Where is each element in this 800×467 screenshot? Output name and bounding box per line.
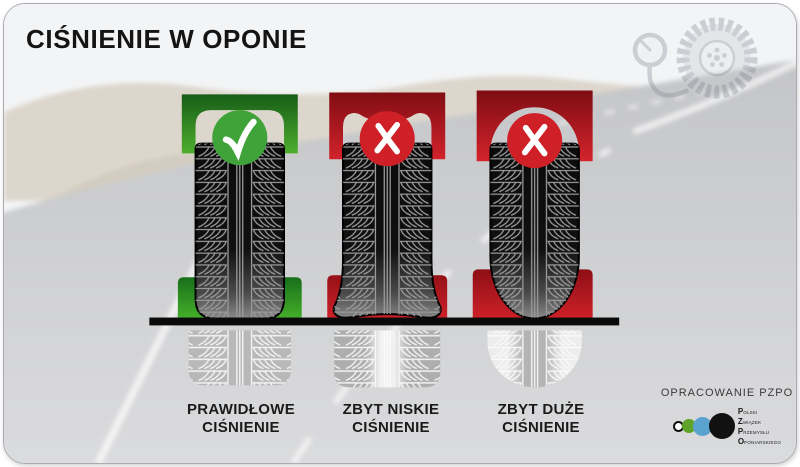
tire-column-correct <box>177 94 302 386</box>
gauge-needle <box>639 39 652 52</box>
logo-dot-blue <box>692 416 712 436</box>
label-too-low-pressure: ZBYT NISKIE CIŚNIENIE <box>306 401 476 437</box>
credit-block: OPRACOWANIE PZPO POLSKI ZWIĄZEK PRZEMYSŁ… <box>652 387 796 446</box>
label-line: ZBYT DUŻE <box>497 401 585 418</box>
label-line: ZBYT NISKIE <box>342 401 440 418</box>
check-icon <box>222 118 257 162</box>
pzpo-logo: POLSKI ZWIĄZEK PRZEMYSŁU OPONIARSKIEGO <box>652 406 796 446</box>
contact-patch-full <box>188 330 291 386</box>
tire-column-too-low <box>327 92 448 388</box>
pressure-gauge-icon <box>632 32 668 68</box>
road-edge-line-right <box>632 59 796 135</box>
wheel-arch-bulging <box>476 90 593 162</box>
wheel-rim-icon <box>698 39 736 77</box>
wheel-arch-correct <box>181 94 298 154</box>
tire-tread-too-low <box>333 143 441 318</box>
logo-dot-green <box>681 419 696 433</box>
tire-column-too-high <box>472 90 593 388</box>
pressure-gauge-tire-watermark <box>632 17 758 99</box>
contact-patch-edges-only <box>334 330 441 388</box>
label-too-high-pressure: ZBYT DUŻE CIŚNIENIE <box>456 401 626 437</box>
logo-dot-black <box>708 413 735 439</box>
rim-bolts <box>707 47 727 67</box>
page-title: CIŚNIENIE W OPONIE <box>26 24 307 54</box>
cross-icon <box>521 123 548 157</box>
tire-pressure-diagram <box>149 90 620 388</box>
credit-caption: OPRACOWANIE PZPO <box>660 387 794 399</box>
pzpo-org-name: POLSKI ZWIĄZEK PRZEMYSŁU OPONIARSKIEGO <box>737 407 782 446</box>
contact-patch-center-only <box>487 330 582 388</box>
road-far-dashes <box>557 90 704 126</box>
tire-tread-correct <box>195 143 285 319</box>
infographic-card: CIŚNIENIE W OPONIE <box>3 3 797 464</box>
ground-line <box>149 317 620 326</box>
label-line: CIŚNIENIE <box>202 419 280 436</box>
cross-icon <box>374 121 400 155</box>
label-line: CIŚNIENIE <box>502 419 580 436</box>
label-line: CIŚNIENIE <box>352 419 430 436</box>
tire-icon <box>676 17 758 99</box>
air-hose <box>647 64 690 98</box>
wheel-arch-sagging <box>329 92 446 160</box>
tire-tread-too-high <box>490 143 579 319</box>
label-line: PRAWIDŁOWE <box>187 401 295 418</box>
label-correct-pressure: PRAWIDŁOWE CIŚNIENIE <box>156 401 326 437</box>
